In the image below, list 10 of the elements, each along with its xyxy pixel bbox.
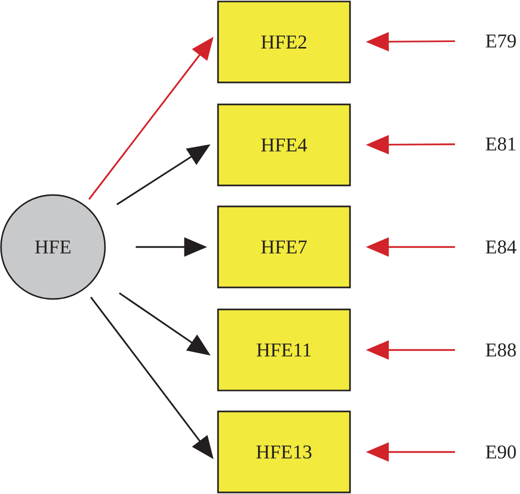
error-label: E81 bbox=[486, 137, 516, 151]
error-label: E90 bbox=[486, 445, 516, 459]
error-label: E88 bbox=[486, 343, 516, 357]
error-label: E84 bbox=[486, 240, 516, 254]
variable-box: HFE13 bbox=[217, 410, 351, 494]
variable-box: HFE11 bbox=[217, 308, 351, 392]
variable-box: HFE4 bbox=[217, 104, 351, 186]
error-label: E79 bbox=[486, 34, 516, 48]
variable-box: HFE7 bbox=[217, 206, 351, 288]
variable-box: HFE2 bbox=[217, 0, 351, 84]
